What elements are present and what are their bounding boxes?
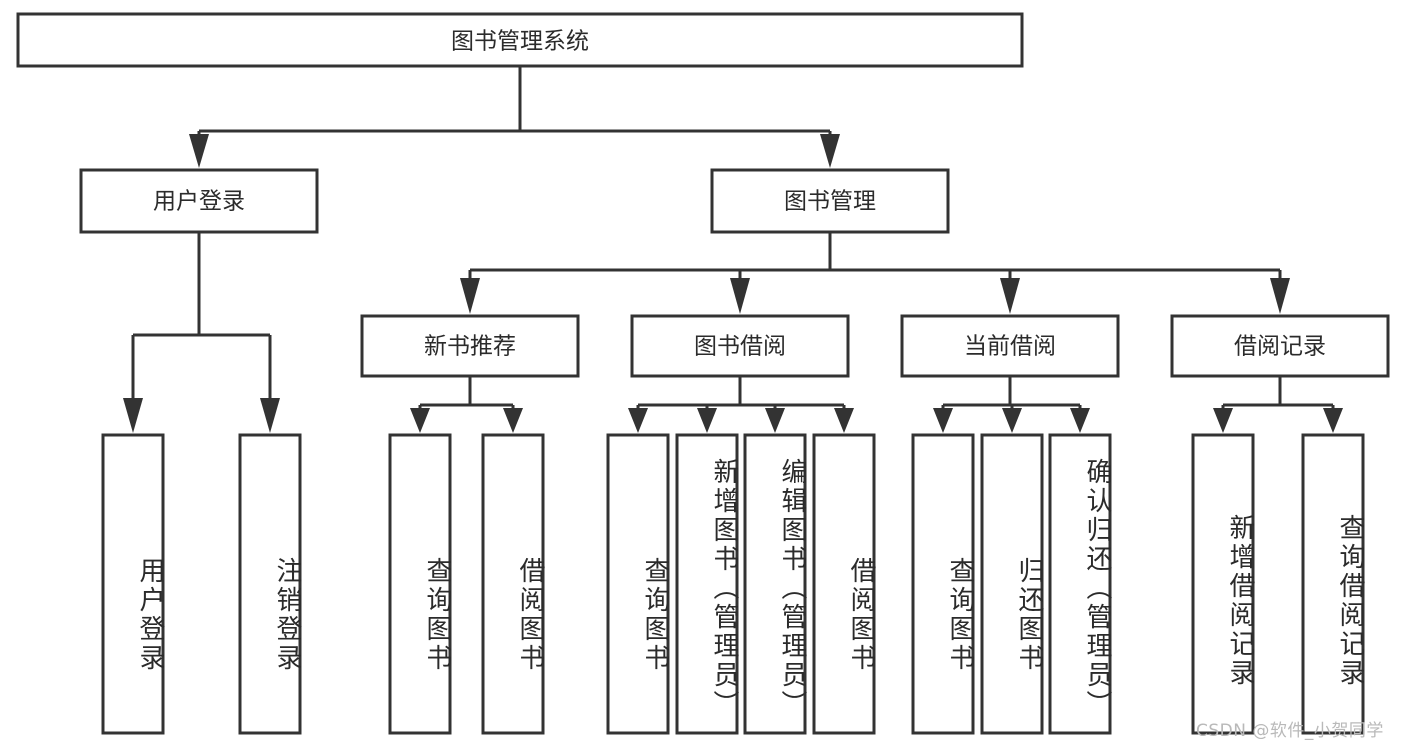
node-leaf-query-book-2[interactable] — [606, 433, 670, 735]
arrow-head-borrow-record — [1270, 278, 1290, 314]
arrow-head-leaf-borrow-book-2 — [834, 408, 854, 433]
node-borrow-record-label: 借阅记录 — [1234, 334, 1326, 360]
node-book-management-label: 图书管理 — [784, 189, 876, 215]
arrow-head-leaf-user-login — [123, 398, 143, 433]
node-new-book-recommend[interactable] — [360, 314, 580, 378]
node-leaf-user-login[interactable] — [101, 433, 165, 735]
arrow-head-leaf-query-book-3 — [933, 408, 953, 433]
node-leaf-return-book[interactable] — [980, 433, 1044, 735]
node-leaf-user-logout[interactable] — [238, 433, 302, 735]
node-new-book-recommend-label: 新书推荐 — [424, 334, 516, 360]
arrow-head-leaf-return-book — [1002, 408, 1022, 433]
node-current-borrow[interactable] — [900, 314, 1120, 378]
arrow-head-leaf-user-logout — [260, 398, 280, 433]
arrow-head-current-borrow — [1000, 278, 1020, 314]
node-leaf-query-book-1[interactable] — [388, 433, 452, 735]
arrow-head-leaf-borrow-book-1 — [503, 408, 523, 433]
node-leaf-query-record[interactable] — [1301, 433, 1365, 735]
node-borrow-record[interactable] — [1170, 314, 1390, 378]
arrow-head-leaf-add-book — [697, 408, 717, 433]
node-leaf-add-book[interactable] — [675, 433, 739, 735]
node-leaf-borrow-book-2[interactable] — [812, 433, 876, 735]
node-user-login-label: 用户登录 — [153, 189, 245, 215]
node-root-label: 图书管理系统 — [451, 29, 589, 55]
arrow-head-leaf-query-record — [1323, 408, 1343, 433]
node-layer: 图书管理系统 用户登录 图书管理 新书推荐 图书借阅 当前借阅 借阅记录 — [16, 12, 1390, 735]
node-book-borrow[interactable] — [630, 314, 850, 378]
arrow-head-leaf-edit-book — [765, 408, 785, 433]
node-leaf-confirm-return[interactable] — [1048, 433, 1112, 735]
node-leaf-edit-book[interactable] — [743, 433, 807, 735]
arrow-head-book-management — [820, 134, 840, 168]
arrow-head-user-login — [189, 134, 209, 168]
node-leaf-add-record[interactable] — [1191, 433, 1255, 735]
connector-layer — [123, 66, 1343, 433]
csdn-watermark: CSDN @软件_小贺同学 — [1196, 721, 1384, 741]
node-current-borrow-label: 当前借阅 — [964, 334, 1056, 360]
arrow-head-new-book-recommend — [460, 278, 480, 314]
arrow-head-leaf-query-book-2 — [628, 408, 648, 433]
node-leaf-query-book-3[interactable] — [911, 433, 975, 735]
arrow-head-leaf-query-book-1 — [410, 408, 430, 433]
arrow-head-book-borrow — [730, 278, 750, 314]
node-root[interactable] — [16, 12, 1024, 68]
node-book-management[interactable] — [710, 168, 950, 234]
arrow-head-leaf-add-record — [1213, 408, 1233, 433]
node-book-borrow-label: 图书借阅 — [694, 334, 786, 360]
node-leaf-borrow-book-1[interactable] — [481, 433, 545, 735]
arrow-head-leaf-confirm-return — [1070, 408, 1090, 433]
node-user-login[interactable] — [79, 168, 319, 234]
